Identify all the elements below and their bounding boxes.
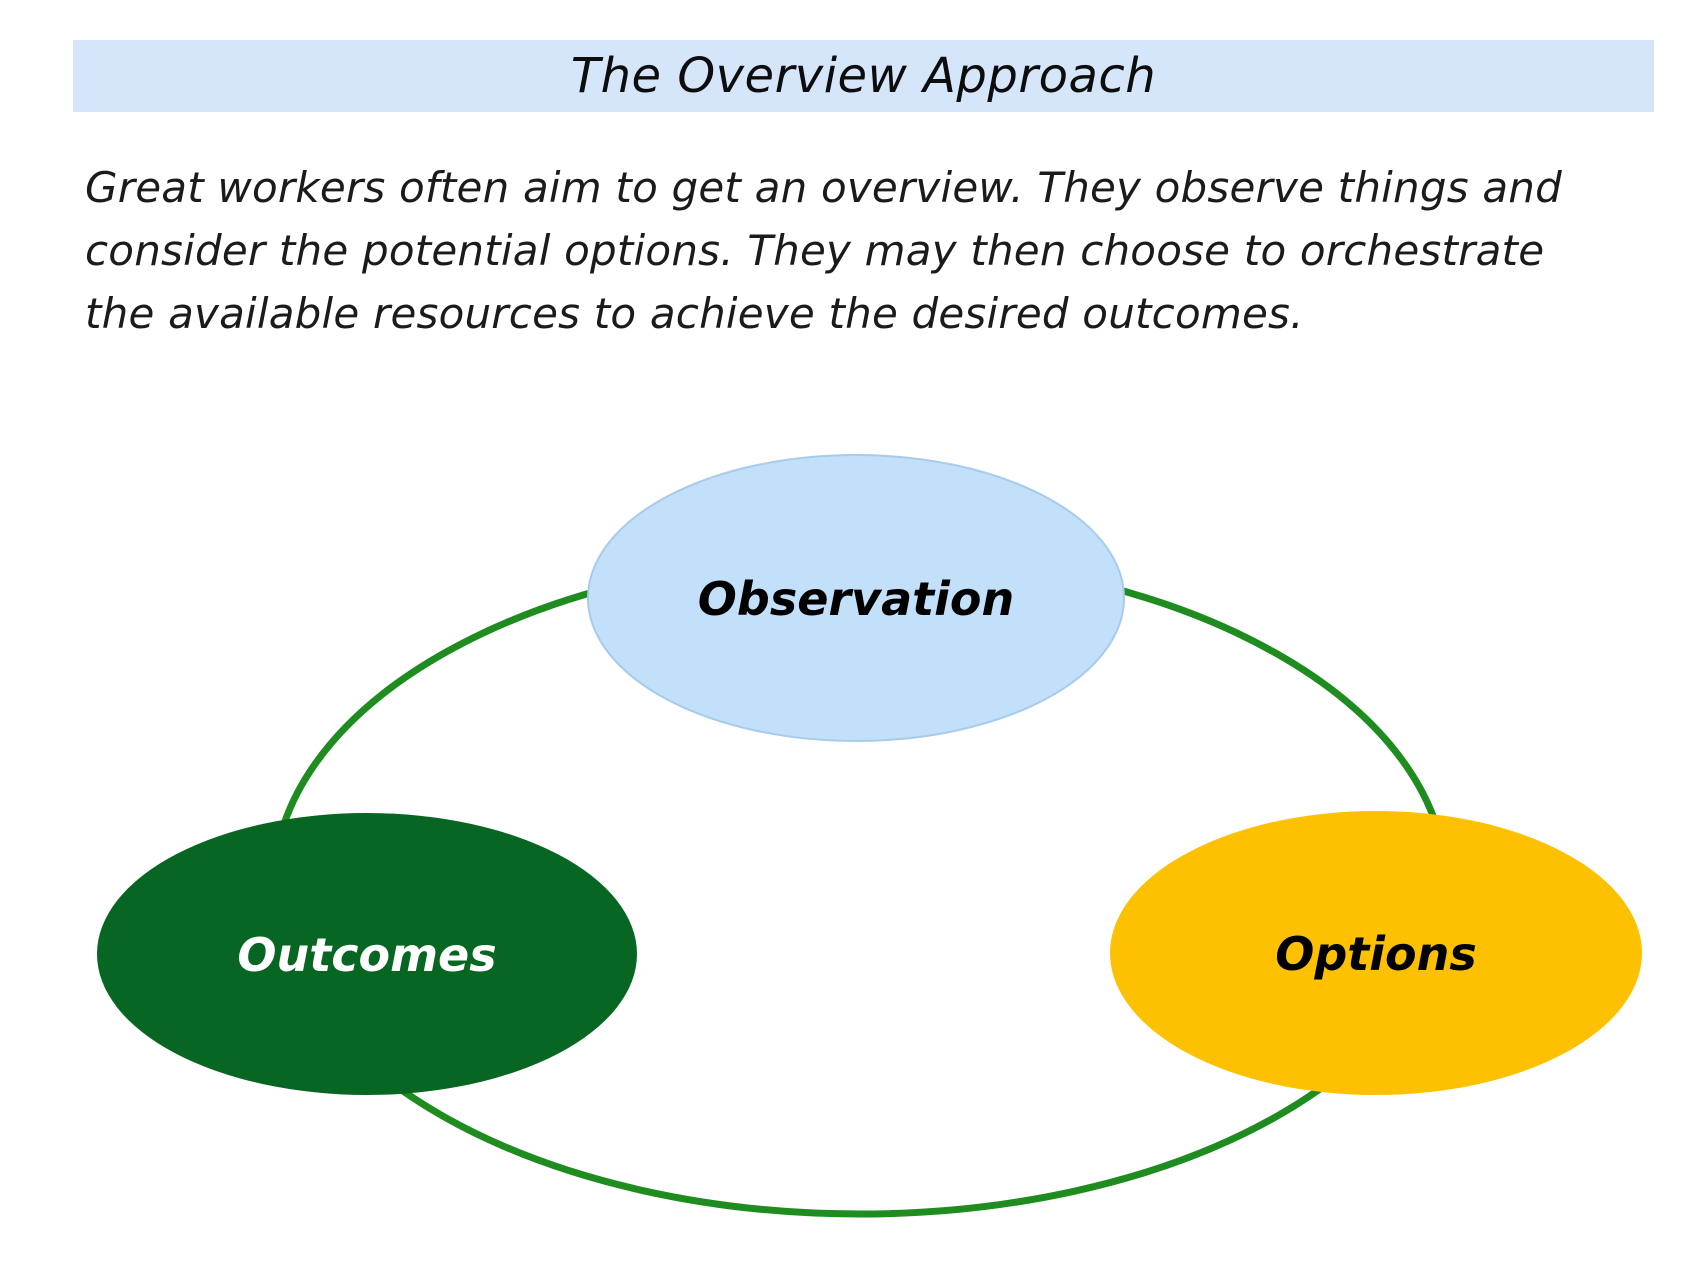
observation-ellipse xyxy=(587,454,1125,742)
page-title: The Overview Approach xyxy=(570,48,1157,104)
observation-label: Observation xyxy=(698,572,1014,626)
intro-line: the available resources to achieve the d… xyxy=(85,289,1304,338)
outcomes-ellipse xyxy=(97,813,637,1095)
intro-line: consider the potential options. They may… xyxy=(85,226,1545,275)
options-label: Options xyxy=(1275,927,1477,981)
node-outcomes: Outcomes xyxy=(97,813,637,1095)
outcomes-label: Outcomes xyxy=(237,928,496,982)
node-observation: Observation xyxy=(587,454,1125,742)
intro-paragraph: Great workers often aim to get an overvi… xyxy=(85,156,1562,345)
options-ellipse xyxy=(1110,811,1642,1095)
title-banner: The Overview Approach xyxy=(73,40,1654,112)
intro-line: Great workers often aim to get an overvi… xyxy=(85,163,1562,212)
node-options: Options xyxy=(1110,811,1642,1095)
